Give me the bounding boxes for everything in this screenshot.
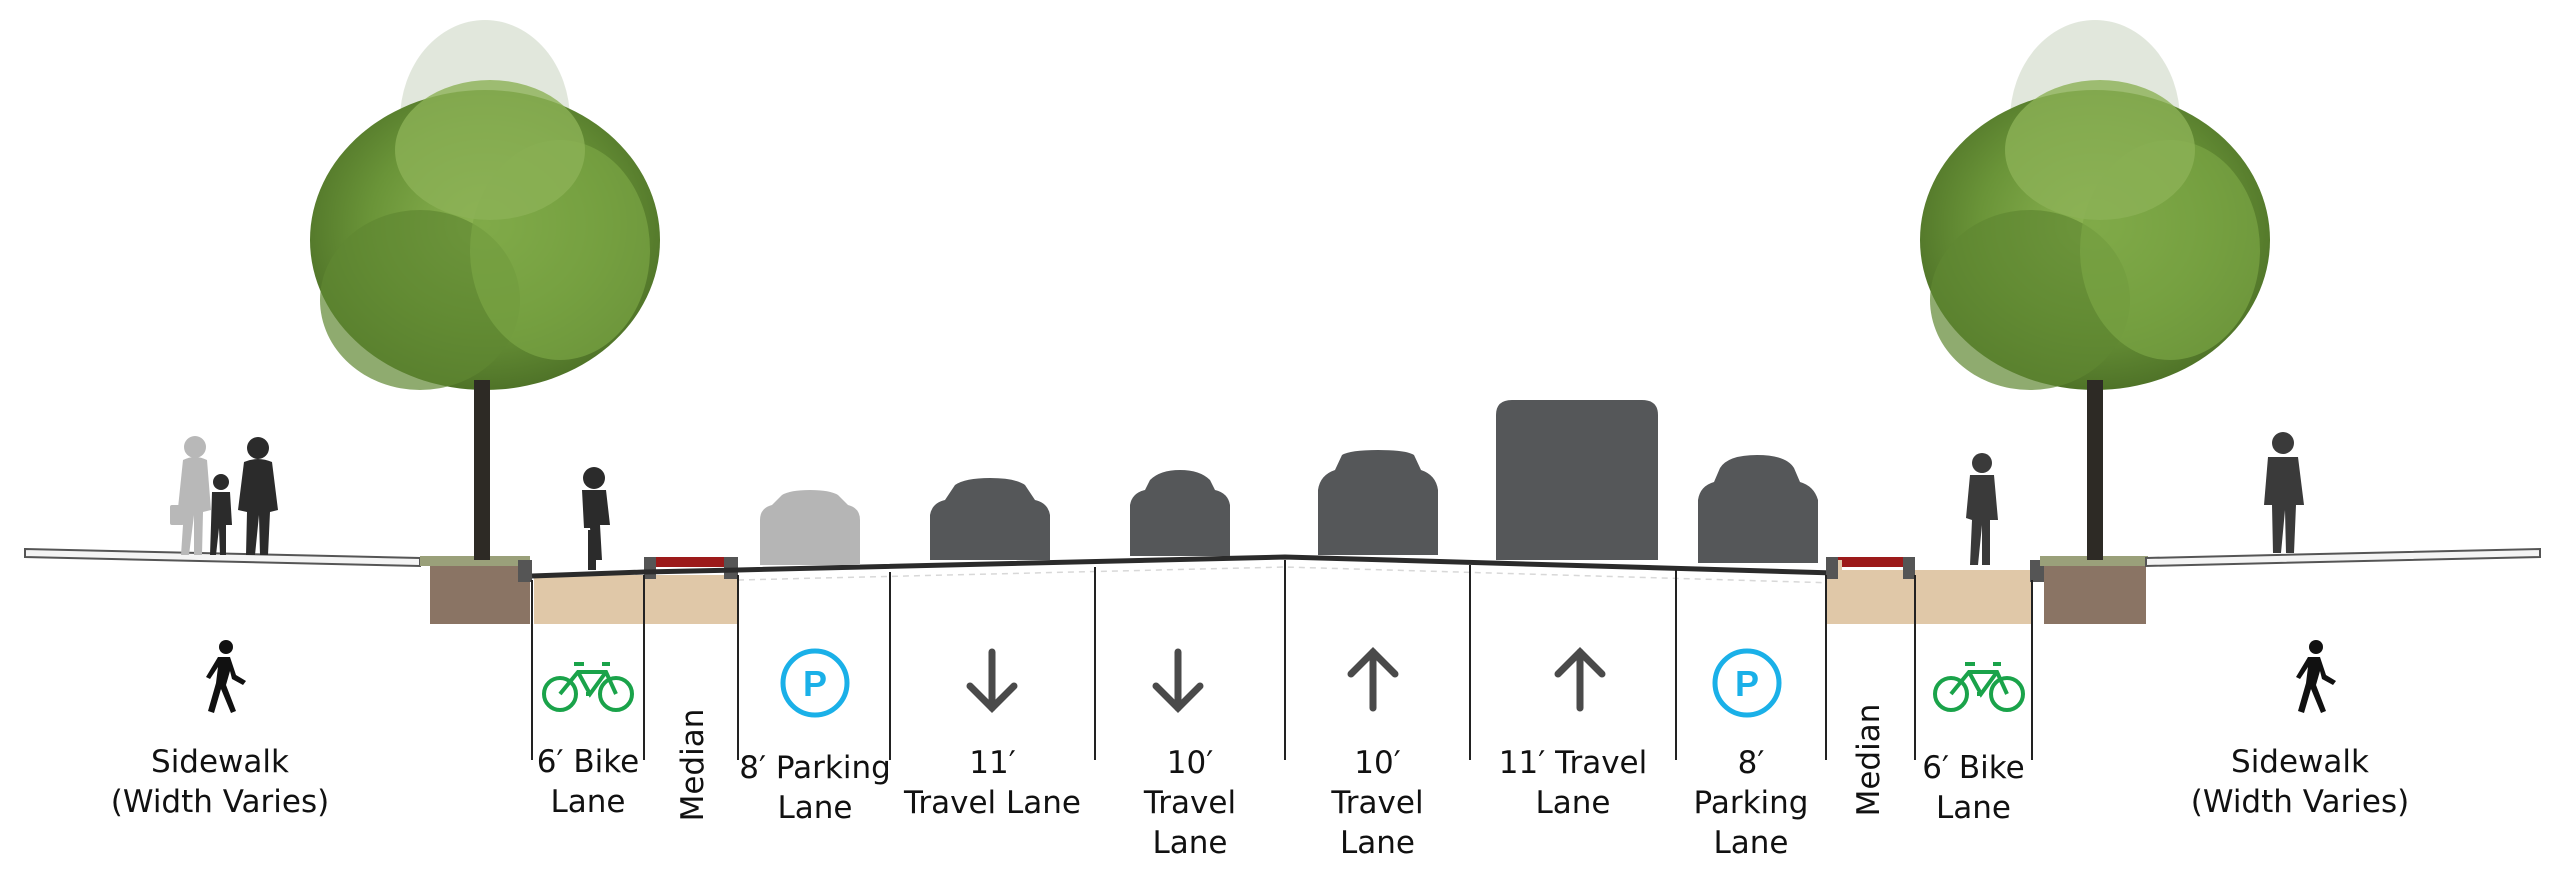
label-sidewalk-left: Sidewalk(Width Varies) [110, 744, 330, 820]
arrow-down-icon [1152, 648, 1204, 713]
pedestrian-icon [2296, 640, 2336, 713]
label-sidewalk-right: Sidewalk(Width Varies) [2190, 744, 2410, 820]
car-parked-left [760, 490, 860, 565]
arrow-down-icon [966, 648, 1018, 713]
cyclist-left [582, 467, 610, 570]
pedestrian-icon [206, 640, 246, 713]
label-median-right: Median [1851, 703, 1887, 817]
tree-right [1920, 20, 2270, 560]
car-parked-right [1698, 455, 1818, 563]
road-surface [24, 547, 2541, 624]
bicycle-icon [1933, 662, 2025, 712]
bus-travel-4 [1496, 400, 1658, 560]
pedestrian-bike-lane-right [1966, 453, 1998, 565]
parking-icon: P [780, 648, 850, 718]
tree-left [310, 20, 660, 560]
arrow-up-icon [1347, 647, 1399, 712]
pedestrians-left [170, 436, 278, 555]
parking-icon: P [1712, 648, 1782, 718]
label-median-left: Median [675, 708, 711, 822]
svg-text:P: P [1735, 663, 1759, 704]
pedestrian-right [2264, 432, 2304, 553]
car-travel-1 [930, 478, 1050, 560]
car-travel-2 [1130, 470, 1230, 556]
arrow-up-icon [1554, 647, 1606, 712]
segment-dividers [531, 560, 2033, 760]
label-travel-lane-1: 11′Travel Lane [904, 745, 1081, 821]
svg-text:P: P [803, 663, 827, 704]
suv-travel-3 [1318, 450, 1438, 555]
bicycle-icon [542, 662, 634, 712]
